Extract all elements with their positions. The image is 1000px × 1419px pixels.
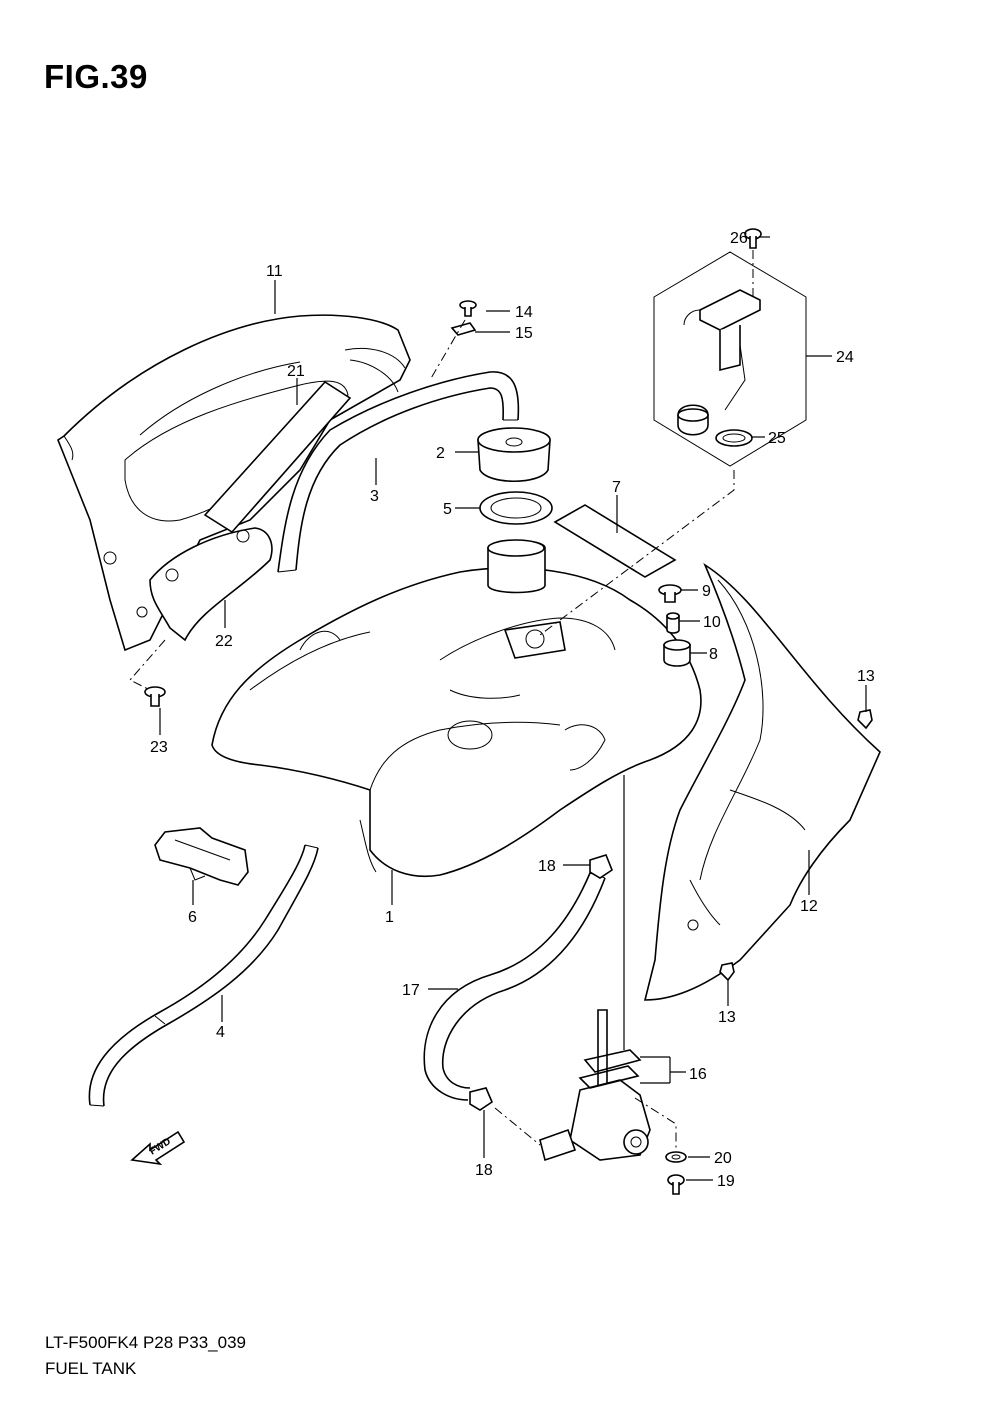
- part-13-fastener-upper: [857, 709, 873, 730]
- part-9-bolt: [658, 584, 682, 603]
- callout-1: 1: [385, 909, 394, 926]
- part-17-fuel-hose: [423, 872, 606, 1101]
- callout-numbers: 1 2 3 4 5 6 7 8 9 10 11 12 13 13 14 15 1…: [150, 230, 875, 1190]
- part-26-screw: [744, 228, 762, 249]
- callout-19: 19: [717, 1173, 735, 1190]
- part-16-gaskets: [578, 1049, 642, 1089]
- part-10-collar: [666, 612, 680, 634]
- callout-22: 22: [215, 633, 233, 650]
- callout-13-upper: 13: [857, 668, 875, 685]
- fuel-valve-assembly: [539, 1009, 651, 1162]
- callout-26: 26: [730, 230, 748, 247]
- part-7-label: [553, 504, 677, 578]
- callout-10: 10: [703, 614, 721, 631]
- part-25-pump-gasket: [715, 429, 753, 447]
- callout-3: 3: [370, 488, 379, 505]
- model-code: LT-F500FK4 P28 P33_039: [45, 1333, 246, 1352]
- leader-lines: [159, 236, 867, 1181]
- callout-17: 17: [402, 982, 420, 999]
- part-22-bracket: [149, 527, 273, 642]
- part-21-decal: [203, 380, 352, 534]
- part-19-bolt: [667, 1174, 685, 1195]
- part-4-vent-hose: [88, 844, 319, 1107]
- callout-23: 23: [150, 739, 168, 756]
- section-name: FUEL TANK: [45, 1359, 137, 1378]
- part-15-clip: [450, 322, 477, 336]
- part-23-bolt: [144, 686, 166, 707]
- callout-6: 6: [188, 909, 197, 926]
- part-1-fuel-tank: [211, 539, 702, 878]
- callout-5: 5: [443, 501, 452, 518]
- part-2-fuel-cap: [477, 427, 551, 483]
- callout-13-lower: 13: [718, 1009, 736, 1026]
- callout-18-lower: 18: [475, 1162, 493, 1179]
- callout-14: 14: [515, 304, 533, 321]
- part-6-hose-holder: [154, 827, 249, 886]
- fwd-arrow-icon: FWD: [130, 1130, 186, 1166]
- callout-9: 9: [702, 583, 711, 600]
- part-8-cushion: [663, 639, 691, 667]
- part-20-washer: [665, 1151, 687, 1163]
- part-18-clamp-lower: [469, 1087, 493, 1111]
- callout-8: 8: [709, 646, 718, 663]
- part-24-fuel-pump-assy: [653, 251, 807, 467]
- part-12-right-cover: [643, 562, 881, 1001]
- part-3-breather-hose: [277, 371, 520, 573]
- callout-12: 12: [800, 898, 818, 915]
- callout-15: 15: [515, 325, 533, 342]
- part-14-fastener: [459, 300, 477, 317]
- callout-16: 16: [689, 1066, 707, 1083]
- callout-21: 21: [287, 363, 305, 380]
- callout-7: 7: [612, 479, 621, 496]
- figure-title: FIG.39: [44, 58, 148, 95]
- callout-25: 25: [768, 430, 786, 447]
- callout-4: 4: [216, 1024, 225, 1041]
- callout-24: 24: [836, 349, 854, 366]
- part-13-fastener-lower: [719, 962, 735, 982]
- callout-18-upper: 18: [538, 858, 556, 875]
- callout-11: 11: [266, 263, 283, 280]
- part-5-cap-gasket: [479, 491, 553, 525]
- callout-20: 20: [714, 1150, 732, 1167]
- alignment-lines: [129, 250, 754, 1150]
- callout-2: 2: [436, 445, 445, 462]
- part-18-clamp-upper: [589, 854, 613, 879]
